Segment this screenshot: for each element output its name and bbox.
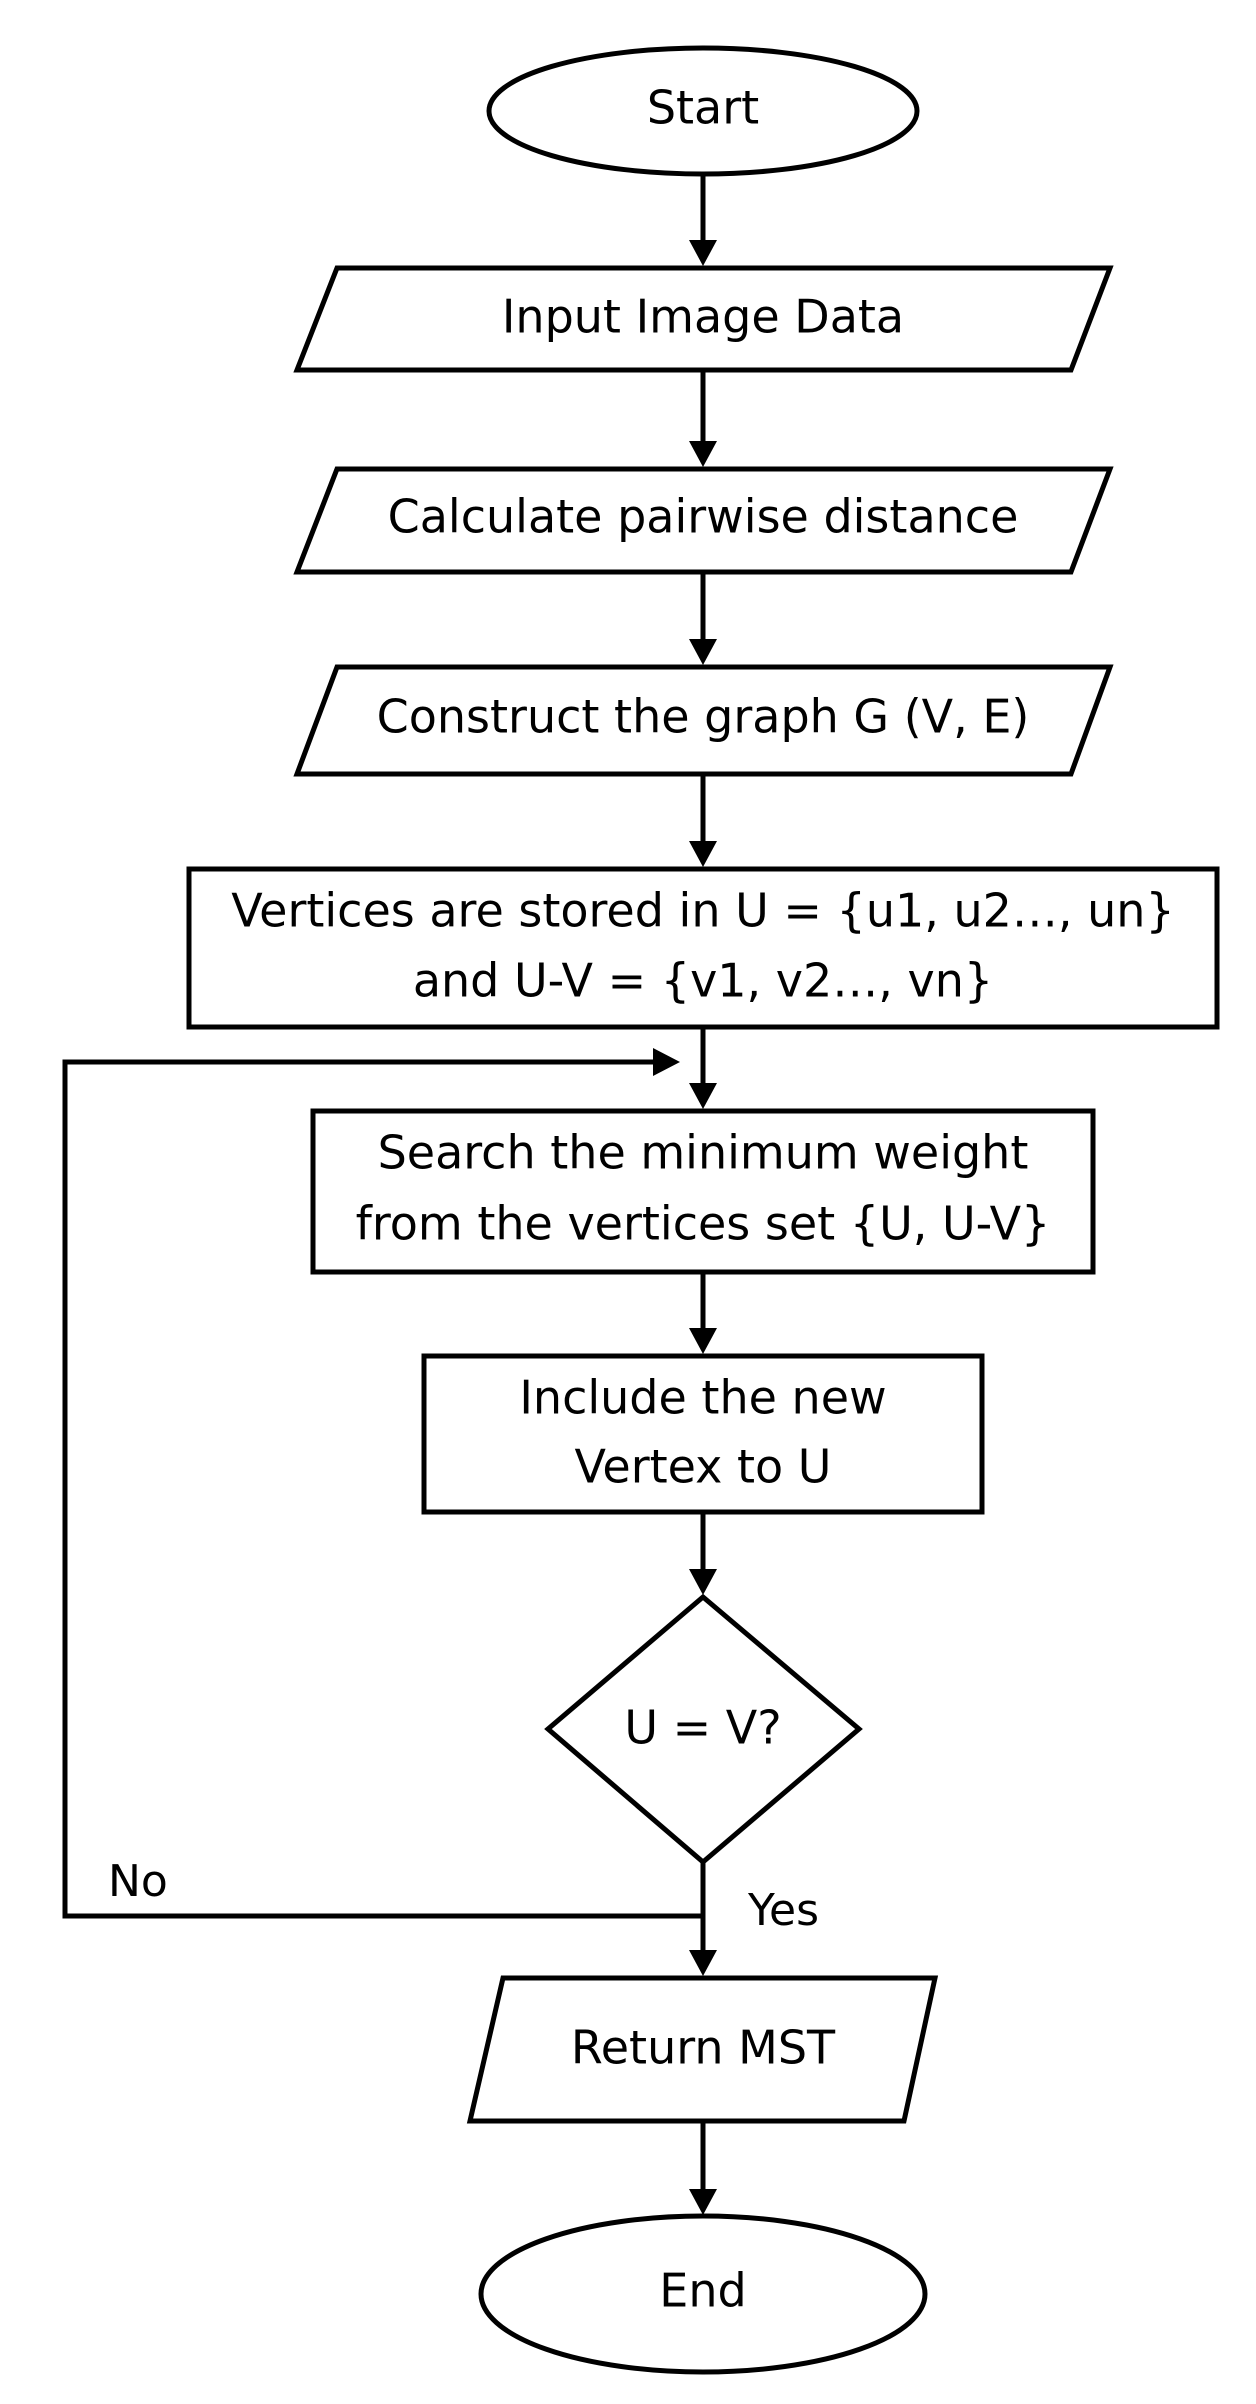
input-node: Input Image Data [293, 265, 1114, 373]
decision-label: U = V? [624, 1701, 781, 1755]
end-node: End [478, 2213, 928, 2375]
arrowhead-no-loop [653, 1048, 680, 1076]
connectors [62, 175, 717, 2215]
include-label-line-1: Include the new [519, 1371, 886, 1425]
arrowhead-store [689, 841, 717, 867]
arrowhead-search [689, 1083, 717, 1109]
search-label-line-2: from the vertices set {U, U-V} [356, 1197, 1051, 1251]
arrowhead-include [689, 1328, 717, 1354]
yes-branch-label: Yes [747, 1885, 819, 1936]
arrowhead-input [689, 240, 717, 266]
arrowhead-end [689, 2189, 717, 2215]
distance-node: Calculate pairwise distance [293, 466, 1114, 575]
arrowhead-decision [689, 1569, 717, 1595]
start-label: Start [647, 81, 759, 135]
no-loop-line [62, 1059, 703, 1919]
decision-node: U = V? [544, 1593, 863, 1866]
no-branch-label: No [108, 1856, 168, 1907]
end-label: End [659, 2264, 746, 2318]
include-node: Include the new Vertex to U [421, 1353, 985, 1515]
search-node: Search the minimum weight from the verti… [310, 1108, 1096, 1275]
return-node: Return MST [466, 1975, 939, 2124]
arrowhead-graph [689, 639, 717, 665]
graph-node: Construct the graph G (V, E) [293, 664, 1114, 777]
arrowhead-distance [689, 441, 717, 467]
distance-label: Calculate pairwise distance [388, 490, 1019, 544]
store-label-line-2: and U-V = {v1, v2…, vn} [413, 954, 993, 1008]
include-label-line-2: Vertex to U [575, 1440, 832, 1494]
store-label-line-1: Vertices are stored in U = {u1, u2…, un} [231, 884, 1174, 938]
store-node: Vertices are stored in U = {u1, u2…, un}… [186, 866, 1220, 1030]
search-label-line-1: Search the minimum weight [378, 1126, 1029, 1180]
return-label: Return MST [571, 2021, 836, 2075]
arrowhead-return [689, 1950, 717, 1976]
start-node: Start [486, 45, 920, 177]
input-label: Input Image Data [502, 290, 904, 344]
graph-label: Construct the graph G (V, E) [377, 690, 1030, 744]
